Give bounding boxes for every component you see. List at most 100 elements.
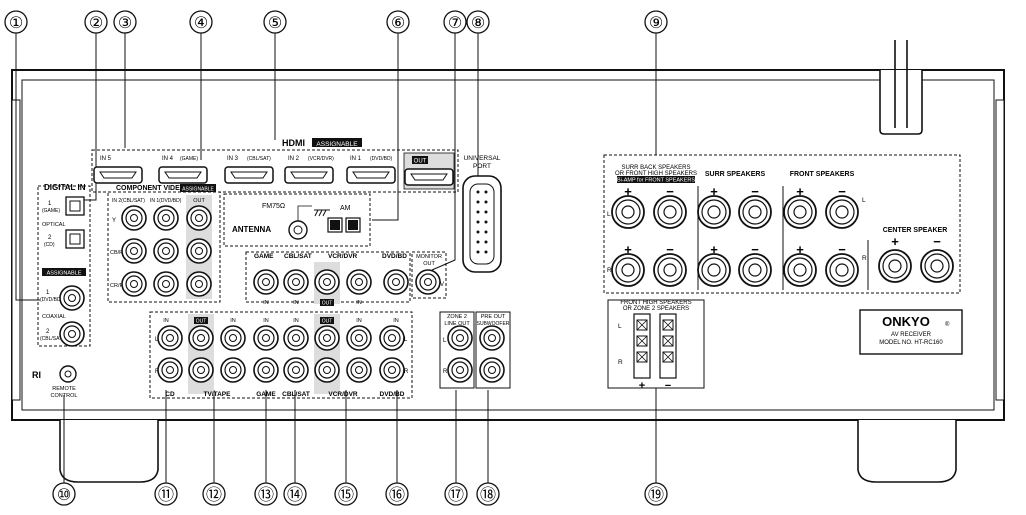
surr-l-minus-terminal[interactable] bbox=[738, 195, 772, 229]
dvdbd-in-r-jack[interactable] bbox=[379, 357, 405, 383]
brand-logo: ONKYO bbox=[882, 314, 930, 329]
svg-text:DVD/BD: DVD/BD bbox=[380, 391, 405, 398]
coaxial-label: COAXIAL bbox=[42, 314, 66, 320]
hdmi-in5-port[interactable] bbox=[93, 166, 143, 184]
hdmi-in4-port[interactable] bbox=[158, 166, 208, 184]
component-in1-y-jack[interactable] bbox=[153, 205, 179, 231]
front-r-plus-terminal[interactable] bbox=[783, 253, 817, 287]
ri-label: RI bbox=[32, 370, 41, 380]
zone2-line-out-group bbox=[439, 311, 475, 389]
svg-text:OR FRONT HIGH SPEAKERS: OR FRONT HIGH SPEAKERS bbox=[615, 171, 697, 177]
cblsat-in-l-jack[interactable] bbox=[283, 325, 309, 351]
antenna-group bbox=[223, 193, 371, 247]
subwoofer-2-jack[interactable] bbox=[479, 357, 505, 383]
center-minus-terminal[interactable] bbox=[920, 249, 954, 283]
surr-back-r-plus-terminal[interactable] bbox=[611, 253, 645, 287]
tvtape-in-r-jack[interactable] bbox=[220, 357, 246, 383]
surr-back-l-minus-terminal[interactable] bbox=[653, 195, 687, 229]
component-out-y-jack[interactable] bbox=[186, 205, 212, 231]
svg-text:CR/PR: CR/PR bbox=[110, 283, 127, 289]
vcrdvr-out-r-jack[interactable] bbox=[314, 357, 340, 383]
model-number: MODEL NO. HT-RC160 bbox=[879, 340, 943, 346]
game-in-r-jack[interactable] bbox=[253, 357, 279, 383]
surr-back-l-plus-terminal[interactable] bbox=[611, 195, 645, 229]
pre-out-group bbox=[475, 311, 511, 389]
vcrdvr-out-l-jack[interactable] bbox=[314, 325, 340, 351]
svg-text:+: + bbox=[796, 242, 804, 257]
svg-text:VCR/DVR: VCR/DVR bbox=[328, 391, 358, 398]
component-in1-pb-jack[interactable] bbox=[153, 238, 179, 264]
svg-text:Bi-AMP for FRONT SPEAKERS: Bi-AMP for FRONT SPEAKERS bbox=[617, 178, 695, 184]
hdmi-in3-port[interactable] bbox=[224, 166, 274, 184]
svg-text:Y: Y bbox=[112, 218, 116, 224]
svg-text:CB/PB: CB/PB bbox=[110, 250, 127, 256]
component-out-pb-jack[interactable] bbox=[186, 238, 212, 264]
dvdbd-in-l-jack[interactable] bbox=[379, 325, 405, 351]
video-cblsat-in-jack[interactable] bbox=[283, 269, 309, 295]
svg-text:IN: IN bbox=[393, 318, 399, 324]
zone2-r-jack[interactable] bbox=[447, 357, 473, 383]
tvtape-in-l-jack[interactable] bbox=[220, 325, 246, 351]
svg-text:(VCR/DVR): (VCR/DVR) bbox=[308, 156, 334, 162]
speaker-terminals-group bbox=[603, 154, 961, 294]
cd-in-l-jack[interactable] bbox=[157, 325, 183, 351]
callout-9: ⑨ bbox=[644, 10, 668, 34]
vcrdvr-in-l-jack[interactable] bbox=[346, 325, 372, 351]
callout-6: ⑥ bbox=[386, 10, 410, 34]
svg-text:IN: IN bbox=[163, 318, 169, 324]
svg-text:−: − bbox=[933, 234, 941, 249]
hdmi-out-label: OUT bbox=[414, 159, 427, 165]
svg-text:VCR/DVR: VCR/DVR bbox=[328, 253, 358, 260]
vcrdvr-in-r-jack[interactable] bbox=[346, 357, 372, 383]
component-in2-pb-jack[interactable] bbox=[121, 238, 147, 264]
svg-text:⑩: ⑩ bbox=[57, 485, 71, 504]
surr-back-r-minus-terminal[interactable] bbox=[653, 253, 687, 287]
monitor-out-jack[interactable] bbox=[415, 269, 441, 295]
svg-text:+: + bbox=[639, 380, 645, 392]
optical-label: OPTICAL bbox=[42, 222, 66, 228]
front-l-plus-terminal[interactable] bbox=[783, 195, 817, 229]
hdmi-in2-port[interactable] bbox=[284, 166, 334, 184]
cd-in-r-jack[interactable] bbox=[157, 357, 183, 383]
game-in-l-jack[interactable] bbox=[253, 325, 279, 351]
svg-text:®: ® bbox=[945, 321, 950, 328]
svg-text:−: − bbox=[665, 380, 671, 392]
svg-text:DVD/BD: DVD/BD bbox=[382, 253, 407, 260]
video-vcrdvr-out-jack[interactable] bbox=[314, 269, 340, 295]
svg-text:SURR BACK SPEAKERS: SURR BACK SPEAKERS bbox=[621, 165, 690, 171]
front-r-minus-terminal[interactable] bbox=[825, 253, 859, 287]
hdmi-out-port[interactable] bbox=[404, 168, 454, 186]
coaxial-1-jack[interactable] bbox=[59, 285, 85, 311]
svg-text:1: 1 bbox=[48, 201, 52, 207]
svg-text:L: L bbox=[862, 197, 866, 204]
subwoofer-1-jack[interactable] bbox=[479, 325, 505, 351]
video-vcrdvr-in-jack[interactable] bbox=[346, 269, 372, 295]
coaxial-2-jack[interactable] bbox=[59, 321, 85, 347]
tvtape-out-r-jack[interactable] bbox=[188, 357, 214, 383]
component-out-pr-jack[interactable] bbox=[186, 271, 212, 297]
svg-text:OUT: OUT bbox=[322, 319, 333, 325]
svg-text:SUBWOOFER: SUBWOOFER bbox=[477, 321, 510, 327]
power-cord bbox=[894, 40, 908, 128]
center-plus-terminal[interactable] bbox=[878, 249, 912, 283]
tvtape-out-l-jack[interactable] bbox=[188, 325, 214, 351]
surr-r-minus-terminal[interactable] bbox=[738, 253, 772, 287]
video-dvdbd-in-jack[interactable] bbox=[383, 269, 409, 295]
component-in2-pr-jack[interactable] bbox=[121, 271, 147, 297]
front-l-minus-terminal[interactable] bbox=[825, 195, 859, 229]
component-in1-pr-jack[interactable] bbox=[153, 271, 179, 297]
cblsat-in-r-jack[interactable] bbox=[283, 357, 309, 383]
surr-l-plus-terminal[interactable] bbox=[697, 195, 731, 229]
svg-text:(CBL/SAT): (CBL/SAT) bbox=[247, 156, 271, 162]
svg-text:+: + bbox=[891, 234, 899, 249]
component-in2-y-jack[interactable] bbox=[121, 205, 147, 231]
svg-text:⑤: ⑤ bbox=[268, 13, 282, 32]
svg-text:+: + bbox=[624, 242, 632, 257]
surr-r-plus-terminal[interactable] bbox=[697, 253, 731, 287]
zone2-l-jack[interactable] bbox=[447, 325, 473, 351]
svg-text:AV RECEIVER: AV RECEIVER bbox=[891, 332, 932, 338]
hdmi-in1-port[interactable] bbox=[346, 166, 396, 184]
video-game-in-jack[interactable] bbox=[253, 269, 279, 295]
hdmi-in1-label: IN 1 bbox=[350, 156, 362, 162]
svg-text:R: R bbox=[618, 359, 623, 366]
